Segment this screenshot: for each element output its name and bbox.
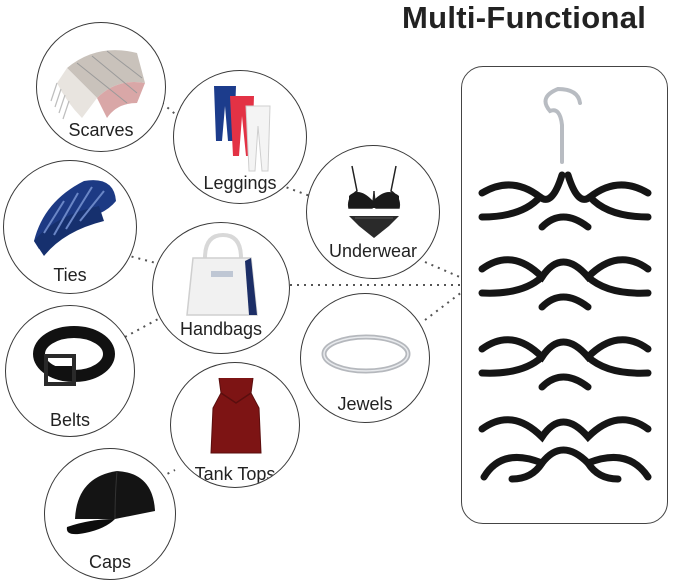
category-handbags: Handbags (152, 222, 290, 354)
cap-icon (66, 470, 155, 535)
category-label: Tank Tops (194, 464, 276, 484)
category-scarves: Scarves (36, 22, 166, 152)
product-panel (461, 66, 668, 524)
category-belts: Belts (5, 305, 135, 437)
belt-icon (33, 326, 115, 386)
category-tanktops: Tank Tops (170, 362, 300, 488)
category-label: Handbags (179, 319, 263, 339)
handbag-icon (186, 232, 258, 316)
bangle-icon (321, 334, 411, 374)
category-label: Ties (53, 265, 87, 285)
category-label: Jewels (337, 394, 393, 414)
scarf-icon (50, 50, 145, 120)
category-jewels: Jewels (300, 293, 430, 423)
leggings-icon (214, 86, 271, 172)
category-label: Caps (88, 552, 132, 572)
category-label: Underwear (328, 241, 418, 261)
category-label: Belts (49, 410, 91, 430)
hanger-icon (478, 86, 652, 483)
lingerie-icon (347, 165, 401, 238)
tank-top-icon (210, 377, 262, 454)
category-label: Scarves (68, 120, 134, 140)
tie-icon (34, 180, 116, 256)
category-caps: Caps (44, 448, 176, 580)
category-ties: Ties (3, 160, 137, 294)
page-title: Multi-Functional (402, 0, 647, 35)
category-leggings: Leggings (173, 70, 307, 204)
category-label: Leggings (203, 173, 277, 193)
category-underwear: Underwear (306, 145, 440, 279)
